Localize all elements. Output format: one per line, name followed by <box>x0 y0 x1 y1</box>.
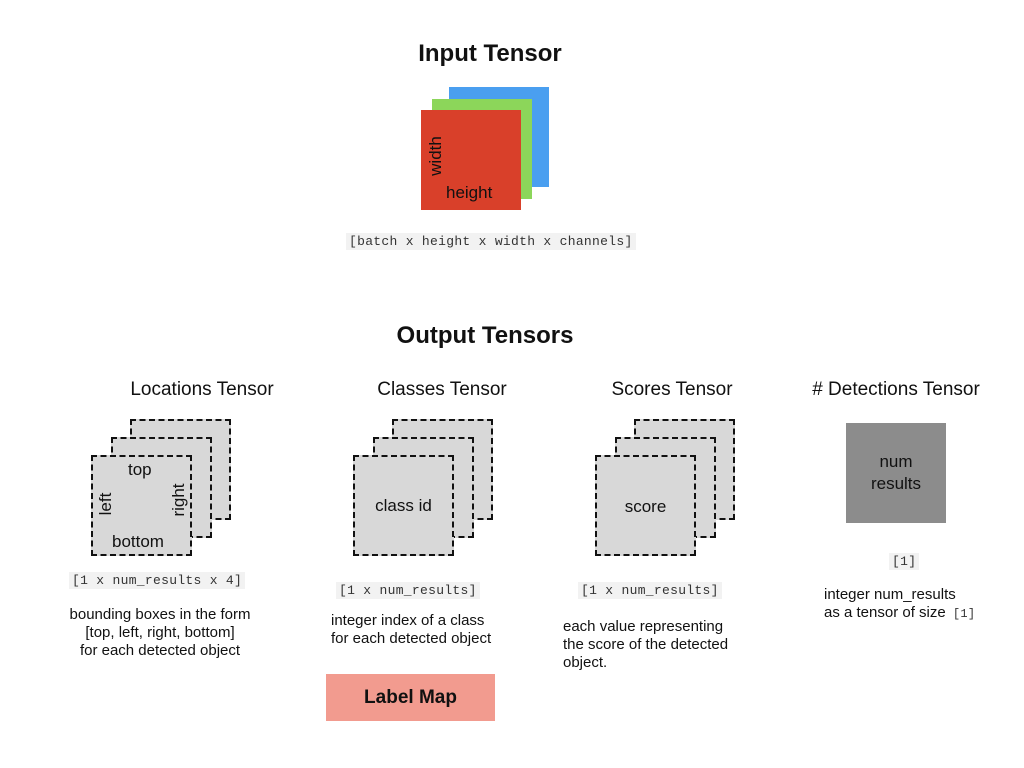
scores-card-front <box>595 455 696 556</box>
classes-description: integer index of a class for each detect… <box>331 612 492 647</box>
classes-card-front <box>353 455 454 556</box>
locations-tensor-title: Locations Tensor <box>130 379 274 400</box>
input-height-label: height <box>446 183 493 202</box>
classes-shape: [1 x num_results] <box>336 582 480 599</box>
locations-description: bounding boxes in the form [top, left, r… <box>69 606 251 659</box>
scores-shape: [1 x num_results] <box>578 582 722 599</box>
output-tensors-title: Output Tensors <box>396 322 574 349</box>
channel-layer-red <box>421 110 521 210</box>
locations-left-label: left <box>96 492 115 516</box>
locations-right-label: right <box>169 483 188 517</box>
classes-tensor-title: Classes Tensor <box>377 379 507 400</box>
input-width-label: width <box>426 136 445 176</box>
locations-top-label: top <box>128 460 152 479</box>
scores-description: each value representing the score of the… <box>563 618 729 671</box>
label-map-label: Label Map <box>364 686 457 708</box>
num-results-box: num results <box>846 423 946 523</box>
scores-card-label: score <box>624 497 667 516</box>
input-shape: [batch x height x width x channels] <box>346 233 636 250</box>
classes-card-label: class id <box>375 496 432 515</box>
num-results-line2: results <box>870 474 922 493</box>
scores-tensor-title: Scores Tensor <box>611 379 733 400</box>
detections-tensor-title: # Detections Tensor <box>812 379 980 400</box>
locations-shape: [1 x num_results x 4] <box>69 572 246 589</box>
locations-card-front <box>91 455 192 556</box>
detections-shape: [1] <box>889 553 920 570</box>
detections-description: integer num_results as a tensor of size … <box>824 586 976 621</box>
locations-bottom-label: bottom <box>112 532 164 551</box>
label-map-button[interactable]: Label Map <box>326 674 495 721</box>
input-tensor-title: Input Tensor <box>418 40 562 67</box>
num-results-line1: num <box>879 452 913 471</box>
